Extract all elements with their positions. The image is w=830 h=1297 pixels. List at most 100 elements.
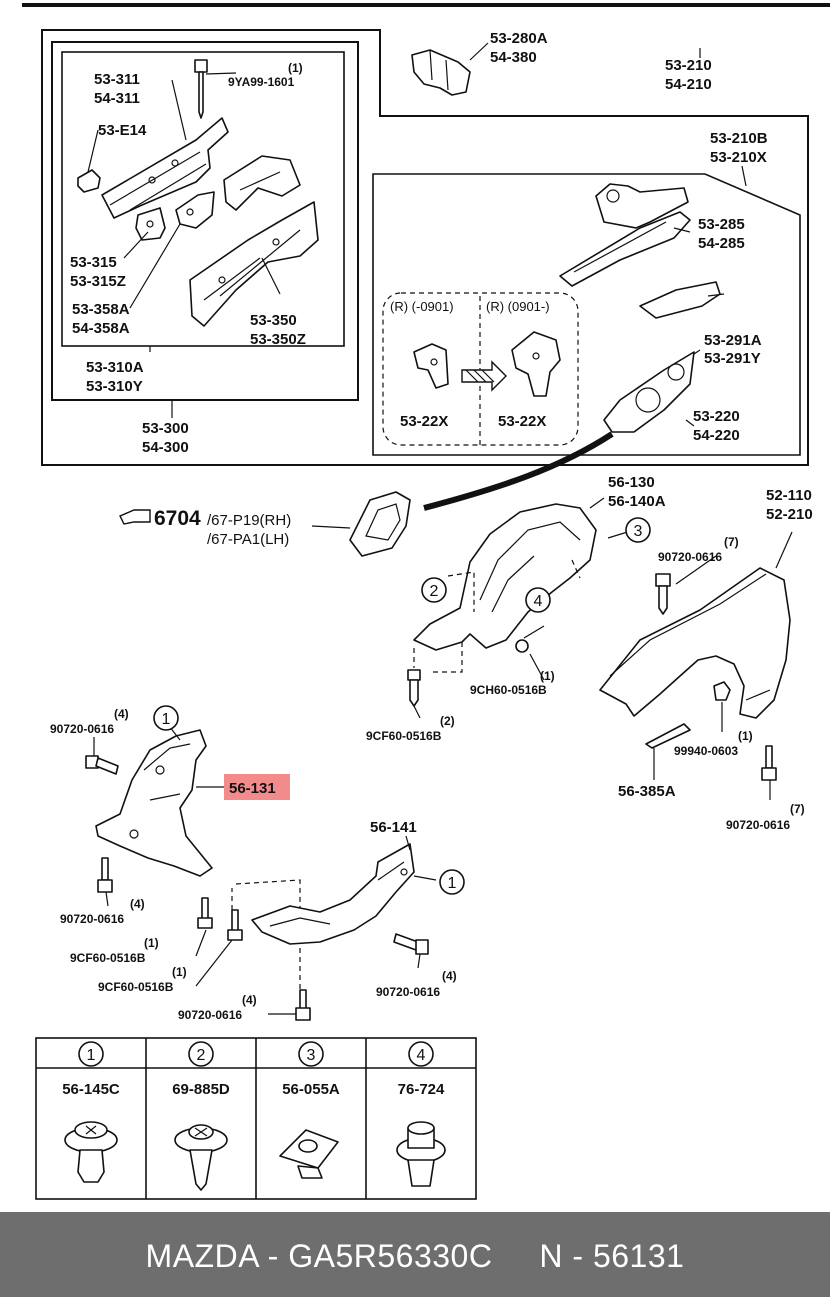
screw-9cf60-0516b-c xyxy=(227,909,243,941)
part-labels: 53-280A 54-380 53-210 54-210 53-210B 53-… xyxy=(50,30,813,1022)
leaders-lower-left xyxy=(93,721,437,1015)
strip-56-385a xyxy=(645,723,691,749)
bolt-90720-0616-c xyxy=(85,755,119,775)
label-qty-90720-c: (4) xyxy=(114,707,129,721)
revision-arrow-icon xyxy=(461,360,507,392)
bracket-56-131 xyxy=(95,729,213,877)
panel-53-350 xyxy=(189,201,319,327)
label-53-310a: 53-310A xyxy=(86,359,144,376)
label-54-210: 54-210 xyxy=(665,76,712,93)
spring-nut-56-055a-icon xyxy=(279,1129,339,1179)
callout-1-a: 1 xyxy=(162,711,171,728)
label-99940-0603: 99940-0603 xyxy=(674,744,738,758)
fender-52-110 xyxy=(599,567,791,719)
label-r-0901-new: (R) (0901-) xyxy=(486,299,550,314)
label-53-22x-new: 53-22X xyxy=(498,413,546,430)
screw-9cf60-0516b-b xyxy=(197,897,213,929)
legend-num-4: 4 xyxy=(417,1047,426,1064)
label-qty-9cf60-b: (1) xyxy=(144,936,159,950)
leader-6704 xyxy=(311,525,351,529)
label-53-350: 53-350 xyxy=(250,312,297,329)
label-qty-90720-d: (4) xyxy=(130,897,145,911)
callout-2: 2 xyxy=(430,583,439,600)
label-qty-99940: (1) xyxy=(738,729,753,743)
screw-9ch60-0516b xyxy=(515,625,545,653)
highlight-56-131 xyxy=(224,774,290,800)
label-qty-90720-a: (7) xyxy=(724,535,739,549)
callout-4: 4 xyxy=(534,593,543,610)
bracket-56-141 xyxy=(251,843,415,945)
bracket-53-280a xyxy=(411,49,471,96)
hose-line xyxy=(423,431,614,511)
label-qty-90720-b: (7) xyxy=(790,802,805,816)
label-67-pa1: /67-PA1(LH) xyxy=(207,531,289,548)
bracket-53-22x-new xyxy=(511,331,561,397)
bolt-90720-0616-b xyxy=(761,745,777,781)
label-52-110: 52-110 xyxy=(766,487,812,504)
legend-num-1: 1 xyxy=(87,1047,96,1064)
rail-53-285 xyxy=(559,211,691,287)
bolt-9ya99-1601 xyxy=(194,59,208,119)
bolt-90720-0616-e xyxy=(295,989,311,1021)
label-56-385a: 56-385A xyxy=(618,783,676,800)
bracket-53-22x-old xyxy=(413,343,449,389)
label-54-285: 54-285 xyxy=(698,235,745,252)
label-54-311: 54-311 xyxy=(94,90,140,107)
label-53-358a: 53-358A xyxy=(72,301,130,318)
footer-part-number: MAZDA - GA5R56330C N - 56131 xyxy=(145,1238,685,1274)
label-53-315: 53-315 xyxy=(70,254,117,271)
bolt-90720-0616-d xyxy=(97,857,113,893)
label-54-358a: 54-358A xyxy=(72,320,130,337)
push-clip-56-145c-icon xyxy=(64,1121,118,1183)
callouts: 1 1 2 3 4 xyxy=(153,517,651,895)
label-9cf60-c: 9CF60-0516B xyxy=(98,980,174,994)
legend-part-56-055a: 56-055A xyxy=(282,1081,340,1098)
fender-liner-56-130 xyxy=(413,503,597,651)
label-54-220: 54-220 xyxy=(693,427,740,444)
liner-dashed-guides xyxy=(413,559,581,673)
leaders-upper xyxy=(87,42,747,427)
label-90720-b: 90720-0616 xyxy=(726,818,790,832)
footer-bar xyxy=(0,1212,830,1297)
label-67-p19: /67-P19(RH) xyxy=(207,512,291,529)
inner-frame-53-210b xyxy=(372,173,801,456)
upper-assembly-frame xyxy=(41,29,809,466)
shield-53-220 xyxy=(603,351,695,433)
label-53-291a: 53-291A xyxy=(704,332,762,349)
label-9cf60-a: 9CF60-0516B xyxy=(366,729,442,743)
label-9ya99-1601: 9YA99-1601 xyxy=(228,75,295,89)
brace-53-310 xyxy=(223,155,301,211)
label-53-220: 53-220 xyxy=(693,408,740,425)
label-54-380: 54-380 xyxy=(490,49,537,66)
label-56-140a: 56-140A xyxy=(608,493,666,510)
label-56-131: 56-131 xyxy=(229,780,276,797)
label-90720-f: 90720-0616 xyxy=(376,985,440,999)
legend-part-56-145c: 56-145C xyxy=(62,1081,120,1098)
label-6704: 6704 xyxy=(154,507,201,530)
screw-grommet-69-885d-icon xyxy=(174,1124,228,1191)
callout-1-b: 1 xyxy=(448,875,457,892)
nut-99940-0603 xyxy=(713,681,731,701)
legend-part-76-724: 76-724 xyxy=(398,1081,445,1098)
label-qty-9cf60-c: (1) xyxy=(172,965,187,979)
label-qty-9ya99: (1) xyxy=(288,61,303,75)
rivet-clip-76-724-icon xyxy=(396,1121,446,1187)
label-90720-d: 90720-0616 xyxy=(60,912,124,926)
label-53-210x: 53-210X xyxy=(710,149,767,166)
top-rule xyxy=(22,3,830,7)
label-90720-c: 90720-0616 xyxy=(50,722,114,736)
label-53-280a: 53-280A xyxy=(490,30,548,47)
label-54-300: 54-300 xyxy=(142,439,189,456)
label-qty-90720-e: (4) xyxy=(242,993,257,1007)
label-90720-e: 90720-0616 xyxy=(178,1008,242,1022)
panel-53-291a xyxy=(639,281,721,319)
grommet-6704 xyxy=(349,491,411,557)
label-53-311: 53-311 xyxy=(94,71,140,88)
label-53-291y: 53-291Y xyxy=(704,350,761,367)
revision-box xyxy=(382,292,579,446)
label-53-285: 53-285 xyxy=(698,216,745,233)
bolt-90720-0616-a xyxy=(655,573,671,615)
legend-num-2: 2 xyxy=(197,1047,206,1064)
label-56-130: 56-130 xyxy=(608,474,655,491)
